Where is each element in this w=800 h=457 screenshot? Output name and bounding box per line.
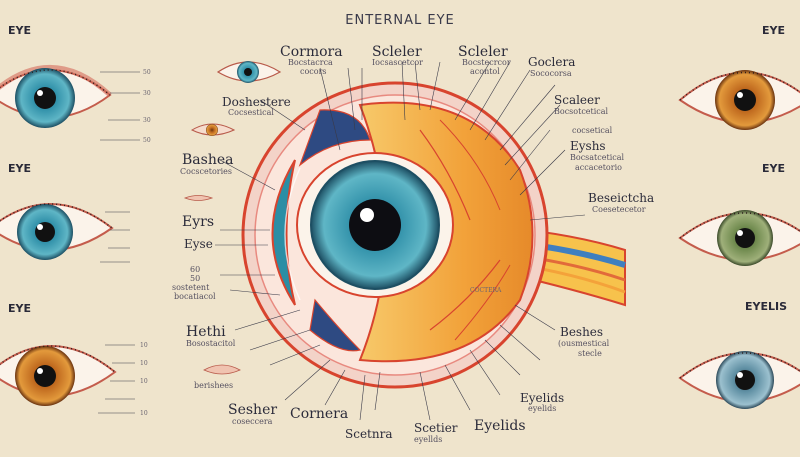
label-hethi-sub: Bosostacitol [186, 339, 236, 348]
thumbnail-eye-4 [203, 364, 241, 375]
label-bashea-sub: Cocscetories [180, 167, 232, 176]
label-goclera: Goclera [528, 55, 575, 69]
label-eyelids-center: Eyelids [474, 418, 526, 434]
left-eye-top-ticks: 50 30 30 50 [100, 69, 151, 144]
label-scleler-2-sub2: acontol [470, 67, 500, 76]
label-beseictcha-sub: Coesetecetor [592, 205, 646, 214]
label-scleler-1-sub: Iocsascetcor [372, 58, 423, 67]
label-beseictcha: Beseictcha [588, 191, 654, 205]
label-eye-bottom-left: EYE [8, 302, 31, 315]
label-eyelis-bottom-right: EYELIS [745, 300, 787, 313]
label-berishees: berishees [194, 381, 233, 390]
label-scetier-sub: eyellds [414, 435, 442, 444]
tick-label: 30 [143, 90, 151, 97]
tick-label: 10 [140, 360, 148, 367]
label-goclera-sub: Sococorsa [530, 69, 572, 78]
label-eyelids-right-sub: eyelids [528, 404, 556, 413]
tick-label: 10 [140, 342, 148, 349]
label-eyshs: Eyshs [570, 139, 606, 153]
label-eyelids-right: Eyelids [520, 391, 564, 405]
tick-label: 50 [143, 69, 151, 76]
left-eye-middle-ticks [100, 211, 130, 263]
label-scaleer-sub: Bocsotcetical [554, 107, 609, 116]
label-doshestere-sub: Cocsestical [228, 108, 274, 117]
thumbnail-eye-3 [183, 195, 214, 201]
label-doshestere: Doshestere [222, 95, 291, 109]
label-cornera: Cornera [290, 406, 348, 422]
label-cormora-sub2: cocors [300, 67, 327, 76]
label-scleler-2: Scleler [458, 44, 508, 60]
inner-label: COCTERA [470, 287, 502, 294]
left-eye-top [0, 65, 112, 128]
left-eye-middle [0, 203, 114, 260]
label-sesher: Sesher [228, 402, 277, 418]
label-hethi: Hethi [186, 324, 226, 340]
label-eyshs-sub: Bocsatcetical [570, 153, 625, 162]
label-scleler-2-sub: Bocstecrcor [462, 58, 511, 67]
label-scetier: Scetier [414, 421, 458, 435]
right-eye-top [678, 70, 800, 130]
label-sesher-sub: coseccera [232, 417, 273, 426]
thumbnail-eye-1 [216, 61, 282, 83]
leader-lines [215, 61, 586, 421]
label-bashea: Bashea [182, 152, 233, 168]
label-scaleer: Scaleer [554, 93, 600, 107]
label-eye-mid-left: EYE [8, 162, 31, 175]
thumbnail-eye-2 [190, 123, 236, 136]
tick-label: 50 [143, 137, 151, 144]
label-eyshs-sub2: accacetorio [575, 163, 622, 172]
label-scaleer-sub2: cocsetical [572, 126, 613, 135]
label-cormora-sub: Bocstacrca [288, 58, 333, 67]
right-eye-middle [678, 210, 800, 266]
label-sostetent: sostetent [172, 283, 210, 292]
left-eye-bottom [0, 345, 117, 406]
label-left-num: 60 [190, 265, 200, 274]
label-scleler-1: Scleler [372, 44, 422, 60]
label-beshes-sub2: stecle [578, 349, 602, 358]
label-scetnra: Scetnra [345, 427, 392, 441]
tick-label: 10 [140, 410, 148, 417]
label-eye-mid-right: EYE [762, 162, 785, 175]
label-sostetent-sub: bocatiacol [174, 292, 216, 301]
label-eye-top-right: EYE [762, 24, 785, 37]
left-eye-bottom-ticks: 10 10 10 10 [98, 342, 148, 417]
tick-label: 30 [143, 117, 151, 124]
label-beshes: Beshes [560, 325, 603, 339]
eyeball-cross-section: COCTERA [241, 81, 626, 389]
diagram-title: ENTERNAL EYE [345, 13, 455, 28]
label-eyrs: Eyrs [182, 214, 214, 230]
right-eye-bottom [678, 351, 800, 409]
label-left-num2: 50 [190, 274, 200, 283]
tick-label: 10 [140, 378, 148, 385]
label-cormora: Cormora [280, 44, 343, 60]
label-beshes-sub: (ousmestical [558, 339, 610, 348]
label-eyse: Eyse [184, 237, 213, 251]
label-eye-top-left: EYE [8, 24, 31, 37]
